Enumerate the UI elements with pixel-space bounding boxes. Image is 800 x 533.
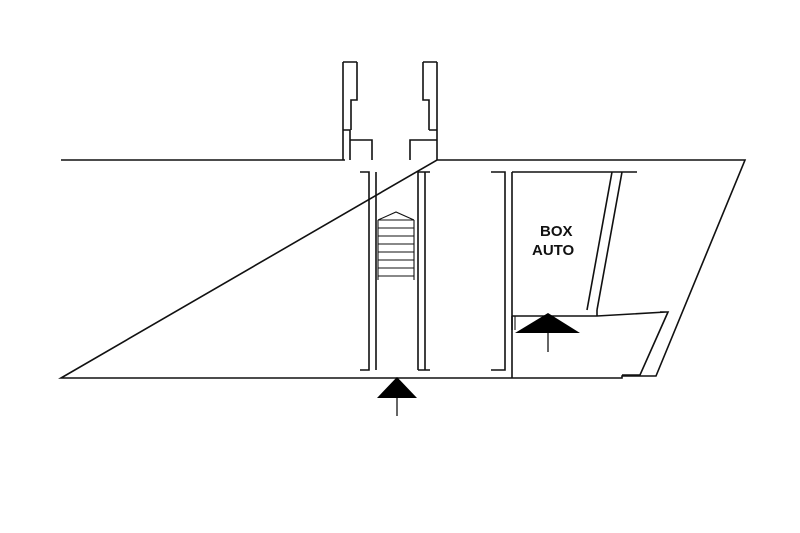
stair-tower-left-step (350, 139, 373, 160)
stair-tower-left-wall (342, 61, 358, 160)
entrance-arrow-main-icon (377, 377, 417, 416)
entrance-arrow-garage-icon (515, 313, 580, 352)
stair-tower-right-step (409, 139, 437, 160)
stair-arrow-outline (377, 211, 415, 221)
corridor-right-wall (417, 171, 430, 371)
room-label-line2: AUTO (532, 242, 575, 259)
stair-tower-right-wall (422, 61, 438, 160)
staircase (377, 211, 415, 280)
building-outline (58, 159, 747, 379)
partition-wall-1 (491, 171, 506, 371)
garage-lower-wall (511, 310, 670, 376)
garage-slanted-wall (586, 171, 637, 311)
corridor-left-wall (360, 171, 377, 371)
room-label-line1: BOX (540, 223, 573, 240)
